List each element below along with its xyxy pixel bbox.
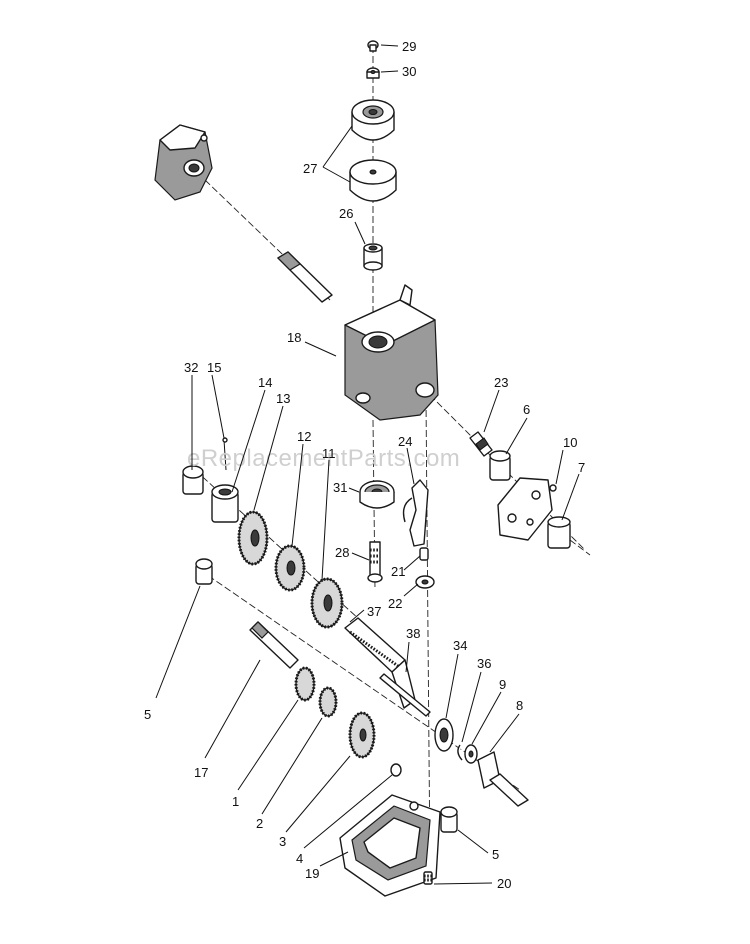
part-28-fitting <box>367 541 383 583</box>
part-30-nut <box>366 67 380 79</box>
callout-32: 32 <box>184 360 198 375</box>
watermark: eReplacementParts.com <box>187 445 460 472</box>
part-13-gear <box>237 510 269 566</box>
callout-5-left: 5 <box>144 707 151 722</box>
part-6-bushing <box>489 450 511 481</box>
part-32-bushing <box>182 465 204 495</box>
callout-38: 38 <box>406 626 420 641</box>
right-side-bracket <box>497 477 553 541</box>
part-36-clip <box>457 744 463 761</box>
callout-15: 15 <box>207 360 221 375</box>
part-34-bearing <box>434 718 454 752</box>
callout-22: 22 <box>388 596 402 611</box>
part-20-plug <box>423 871 433 885</box>
part-38-rod <box>379 673 431 717</box>
part-22-collar <box>415 575 435 589</box>
upper-left-bracket <box>154 124 213 201</box>
part-2-gear <box>318 686 338 718</box>
callout-9: 9 <box>499 677 506 692</box>
part-14-spline-coupler <box>211 484 239 523</box>
part-11-gear <box>310 577 344 629</box>
callout-19: 19 <box>305 866 319 881</box>
callout-31: 31 <box>333 480 347 495</box>
callout-6: 6 <box>523 402 530 417</box>
part-12-gear <box>274 544 306 592</box>
callout-23: 23 <box>494 375 508 390</box>
callout-30: 30 <box>402 64 416 79</box>
part-1-gear <box>294 666 316 702</box>
part-17-shaft <box>249 621 299 669</box>
callout-5-right: 5 <box>492 847 499 862</box>
callout-36: 36 <box>477 656 491 671</box>
callout-18: 18 <box>287 330 301 345</box>
part-4-washer <box>390 763 402 777</box>
callout-10: 10 <box>563 435 577 450</box>
callout-20: 20 <box>497 876 511 891</box>
part-7-bushing <box>547 516 591 556</box>
part-15-pin <box>222 437 228 471</box>
leader-lines <box>155 44 580 885</box>
part-29-bolt <box>367 40 379 52</box>
callout-7: 7 <box>578 460 585 475</box>
part-3-gear <box>348 711 376 759</box>
part-24-shift-fork <box>402 479 429 547</box>
callout-4: 4 <box>296 851 303 866</box>
part-5-bushing-left <box>195 558 213 585</box>
callout-17: 17 <box>194 765 208 780</box>
part-21-pin <box>419 547 429 561</box>
callout-3: 3 <box>279 834 286 849</box>
callout-21: 21 <box>391 564 405 579</box>
callout-29: 29 <box>402 39 416 54</box>
callout-27: 27 <box>303 161 317 176</box>
part-27-pulley-lower <box>349 159 397 202</box>
part-23-pin <box>469 431 493 457</box>
callout-37: 37 <box>367 604 381 619</box>
part-9-washer <box>464 744 478 764</box>
part-19-cover <box>339 794 441 897</box>
callout-24: 24 <box>398 434 412 449</box>
part-10-screw <box>549 484 557 492</box>
part-8-bushing <box>477 751 529 807</box>
upper-left-shaft <box>277 251 333 303</box>
callout-34: 34 <box>453 638 467 653</box>
callout-1: 1 <box>232 794 239 809</box>
callout-26: 26 <box>339 206 353 221</box>
part-5-bushing-right <box>440 806 458 833</box>
callout-12: 12 <box>297 429 311 444</box>
callout-2: 2 <box>256 816 263 831</box>
callouts: 29 30 27 26 18 32 15 14 13 12 11 23 6 24… <box>144 39 585 891</box>
callout-8: 8 <box>516 698 523 713</box>
callout-11: 11 <box>322 446 336 461</box>
part-26-bushing <box>363 243 383 271</box>
callout-14: 14 <box>258 375 272 390</box>
part-31-bearing <box>359 480 395 509</box>
callout-13: 13 <box>276 391 290 406</box>
callout-28: 28 <box>335 545 349 560</box>
part-27-pulley-upper <box>351 99 395 141</box>
part-18-housing <box>344 284 439 421</box>
